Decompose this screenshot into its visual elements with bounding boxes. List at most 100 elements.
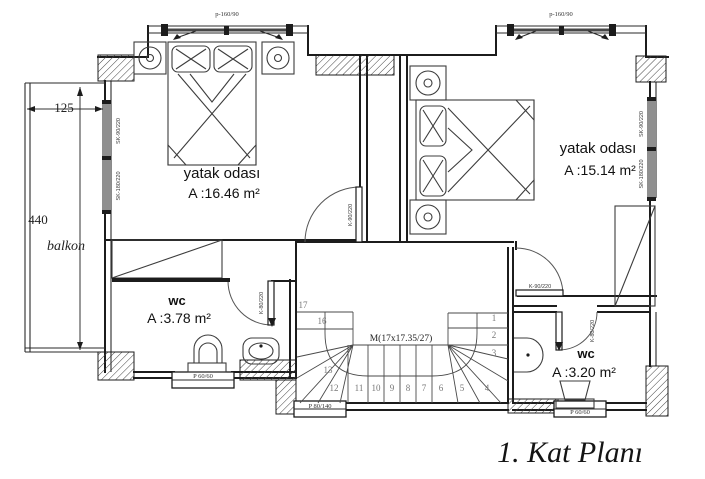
window-label: P 80/140 (308, 403, 331, 410)
window-label: SK-180/220 (639, 159, 645, 188)
door-leaf-wc-left (267, 280, 275, 326)
step-number: 10 (372, 383, 382, 393)
hatched-wall-block (275, 379, 297, 415)
dim-arrowhead (95, 106, 103, 112)
room-name-label: wc (167, 293, 185, 308)
window-label: p-160/90 (549, 11, 572, 18)
nightstand (409, 199, 447, 235)
toilet-tank (555, 398, 595, 409)
window-cap (102, 100, 111, 104)
room-name-label: wc (576, 346, 594, 361)
window-jamb (286, 24, 293, 36)
room-labels: yatak odası A :16.46 m² yatak odası A :1… (147, 140, 636, 380)
hatched-wall-block (97, 351, 135, 381)
hatched-wall-block (239, 359, 297, 381)
window-glass (102, 160, 111, 211)
step-number: 16 (318, 316, 328, 326)
wardrobe-diagonal (614, 205, 656, 307)
blanket-lines (447, 105, 531, 195)
window-jamb (609, 24, 616, 36)
dimension-lines (27, 87, 103, 350)
wc-left-fixtures (187, 334, 280, 373)
step-number: 5 (460, 383, 465, 393)
room-name-label: balkon (47, 239, 85, 254)
door-label: K-90/220 (529, 284, 551, 290)
pillow-cross (422, 159, 444, 193)
window-cap (647, 147, 656, 151)
nightstands-left (133, 41, 295, 75)
window-label: p-160/90 (215, 11, 238, 18)
window-cap (102, 156, 111, 160)
closet-diagonal (111, 239, 223, 279)
step-number: 12 (330, 383, 339, 393)
staircase: M(17x17.35/27) 17 16 13 12 11 10 9 8 7 6… (296, 300, 509, 404)
window-cap (647, 97, 656, 101)
nightstand (133, 41, 167, 75)
toilet-bowl (193, 334, 223, 363)
window-mullion (224, 26, 229, 35)
faucet-dot (259, 344, 263, 348)
wardrobe-outline (614, 205, 656, 307)
sink-basin (242, 337, 280, 365)
wc-right-fixtures (514, 337, 595, 409)
toilet-bowl (559, 380, 591, 401)
hatched-wall-block (645, 365, 669, 417)
step-number: 3 (492, 348, 497, 358)
dimension-label: 440 (28, 212, 48, 227)
walls (24, 25, 669, 417)
sink-bowl (248, 342, 274, 360)
door-label: K-80/220 (590, 320, 596, 342)
blanket-lines (173, 73, 251, 159)
right-wall-windows: SK-90/220 SK-180/220 (639, 97, 656, 201)
room-name-label: yatak odası (184, 165, 261, 182)
window-label: SK-90/220 (639, 111, 645, 137)
door-swing-arrowhead (555, 342, 563, 351)
pillow (419, 105, 447, 147)
door-swing-arcs (227, 186, 598, 351)
room-area-label: A :16.46 m² (188, 185, 260, 201)
sink-basin (514, 337, 544, 373)
window-cap (647, 197, 656, 201)
window-jamb (507, 24, 514, 36)
lamp (266, 46, 290, 70)
window-label: P 60/60 (570, 409, 590, 416)
window-glass (647, 150, 656, 198)
lamp-center (423, 78, 433, 88)
nightstand (409, 65, 447, 101)
dim-arrowhead (77, 87, 83, 96)
hatched-wall-block (507, 398, 559, 414)
lamp-center (273, 53, 283, 63)
nightstand (261, 41, 295, 75)
window-label: P 60/60 (193, 373, 213, 380)
casement-arrowhead (173, 34, 181, 40)
casement-arrowhead (275, 34, 283, 40)
door-label: K-90/220 (348, 204, 354, 226)
casement-arrowhead (515, 34, 523, 40)
window-mullion (559, 26, 564, 35)
plan-title: 1. Kat Planı (497, 436, 643, 469)
small-windows: P 60/60 P 80/140 P 60/60 (171, 371, 607, 418)
step-number: 17 (299, 300, 309, 310)
step-number: 4 (485, 383, 490, 393)
stair-walk-line (324, 312, 478, 377)
hatched-wall-block (315, 54, 395, 76)
door-leaf-bedroom-left (355, 186, 363, 243)
room-area-label: A :15.14 m² (564, 162, 636, 178)
left-wall-windows: SK-90/220 SK-180/220 (102, 100, 122, 214)
toilet-bowl-inner (198, 342, 218, 363)
doors: K-90/220 K-90/220 K-80/220 K-80/220 (227, 186, 598, 351)
step-number: 9 (390, 383, 395, 393)
room-area-label: A :3.78 m² (147, 310, 211, 326)
door-leaf-bedroom-right (515, 289, 564, 297)
dimension-label: 125 (54, 100, 74, 115)
door-swing-arrowhead (268, 318, 276, 327)
step-number: 2 (492, 330, 497, 340)
bay-window-right: p-160/90 (507, 11, 616, 40)
hatched-wall-block (635, 55, 667, 83)
dim-arrowhead (77, 342, 83, 350)
pillow (171, 45, 211, 73)
casement-arrowhead (601, 34, 609, 40)
lamp-center (145, 53, 155, 63)
